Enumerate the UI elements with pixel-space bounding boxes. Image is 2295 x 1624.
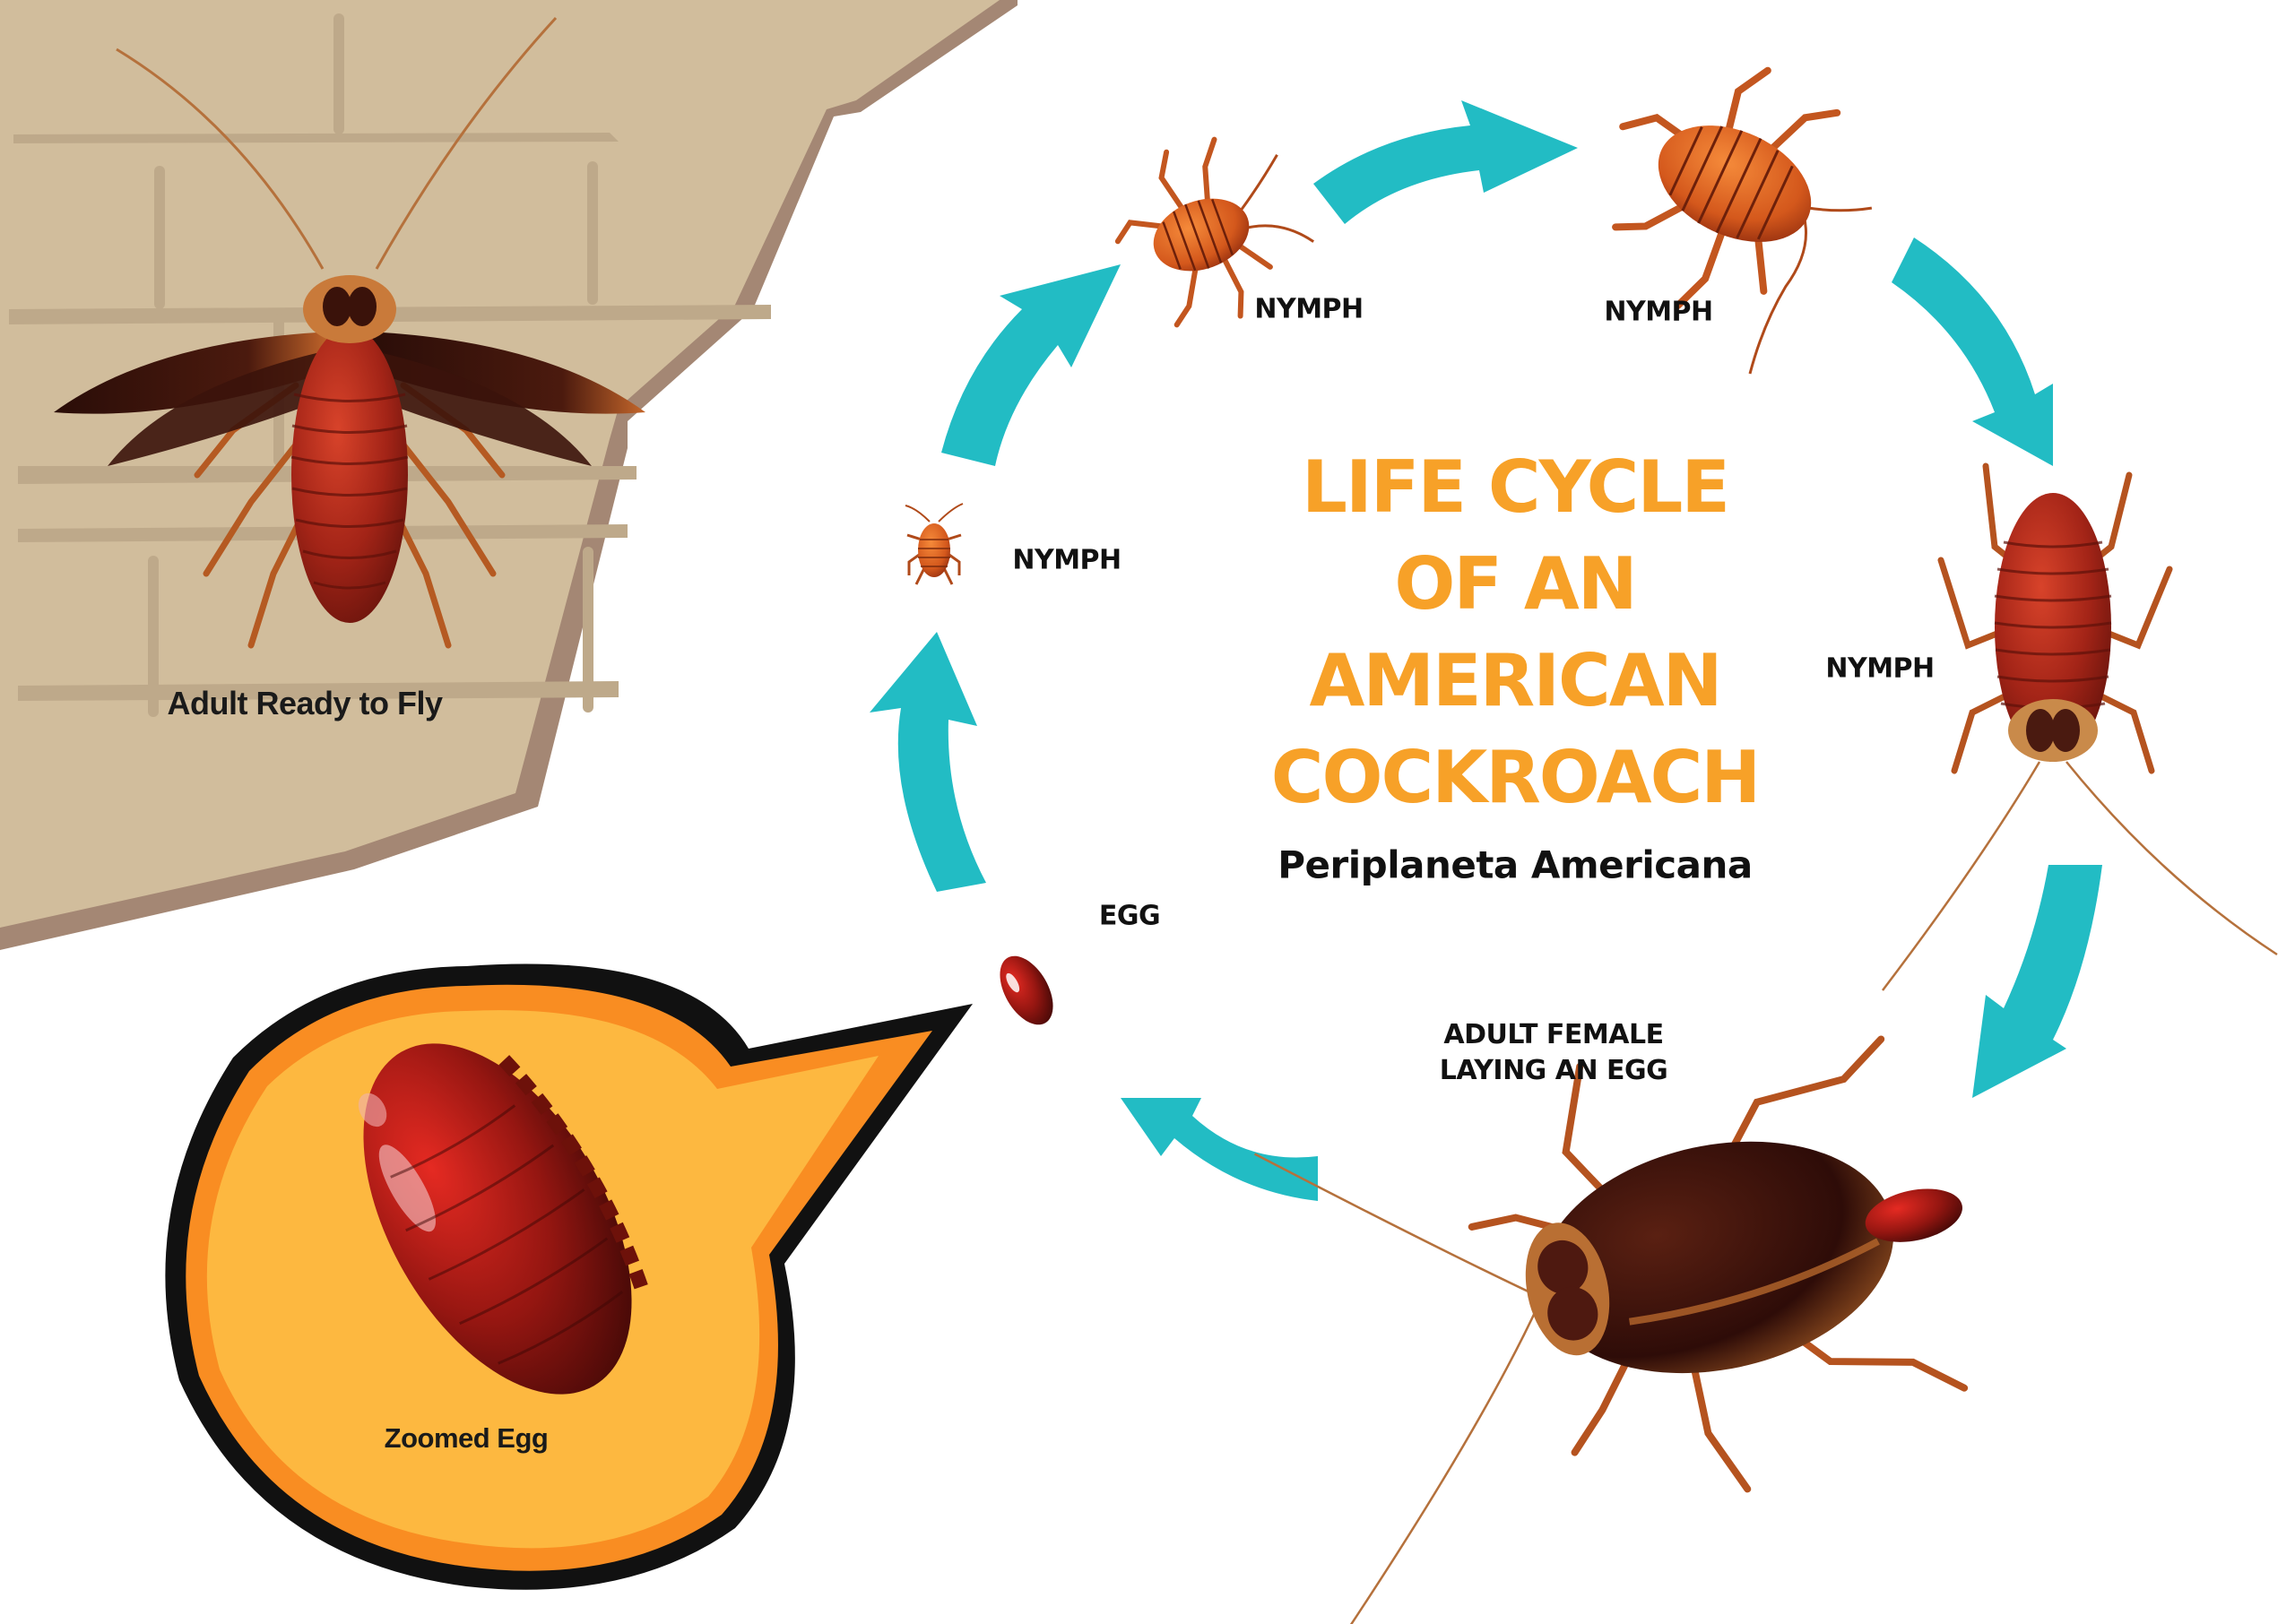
adult-ready-to-fly-cockroach xyxy=(54,16,645,649)
arrow-adult-to-egg xyxy=(1121,1098,1318,1201)
adult-female-cockroach xyxy=(1253,1035,1969,1624)
caption-zoomed-egg: Zoomed Egg xyxy=(384,1422,549,1454)
nymph-stage-4 xyxy=(1882,462,2278,991)
nymph-stage-3 xyxy=(1612,66,1873,375)
zoomed-egg-bubble xyxy=(165,963,973,1590)
nymph-stage-2 xyxy=(1114,136,1315,328)
scientific-name: Periplaneta Americana xyxy=(1277,842,1753,887)
label-adult-female-line-2: LAYING AN EGG xyxy=(1439,1055,1668,1086)
label-adult-female-line-1: ADULT FEMALE xyxy=(1443,1019,1664,1050)
cycle-arrows xyxy=(870,100,2102,1201)
arrow-nymph4-to-adult xyxy=(1972,865,2102,1098)
label-nymph-2: NYMPH xyxy=(1254,293,1364,325)
diagram-title: LIFE CYCLE OF AN AMERICAN COCKROACH xyxy=(1270,439,1761,826)
title-line-2: OF AN xyxy=(1394,542,1637,626)
title-line-4: COCKROACH xyxy=(1270,736,1761,819)
label-egg: EGG xyxy=(1098,900,1161,932)
egg-small xyxy=(1000,955,1053,1025)
caption-adult-ready-to-fly: Adult Ready to Fly xyxy=(167,685,443,721)
label-nymph-3: NYMPH xyxy=(1604,296,1713,328)
label-adult-female: ADULT FEMALE LAYING AN EGG xyxy=(1440,1017,1668,1089)
arrow-nymph2-to-nymph3 xyxy=(1313,100,1578,224)
arrow-nymph1-to-nymph2 xyxy=(941,264,1121,466)
zoomed-egg-icon xyxy=(358,1043,650,1395)
title-line-1: LIFE CYCLE xyxy=(1301,445,1730,529)
arrow-nymph3-to-nymph4 xyxy=(1892,238,2053,466)
label-nymph-4: NYMPH xyxy=(1825,652,1935,685)
title-line-3: AMERICAN xyxy=(1309,639,1722,722)
arrow-egg-to-nymph1 xyxy=(870,632,986,892)
nymph-stage-1 xyxy=(905,503,964,585)
wall-background xyxy=(0,0,1018,950)
label-nymph-1: NYMPH xyxy=(1012,544,1122,576)
